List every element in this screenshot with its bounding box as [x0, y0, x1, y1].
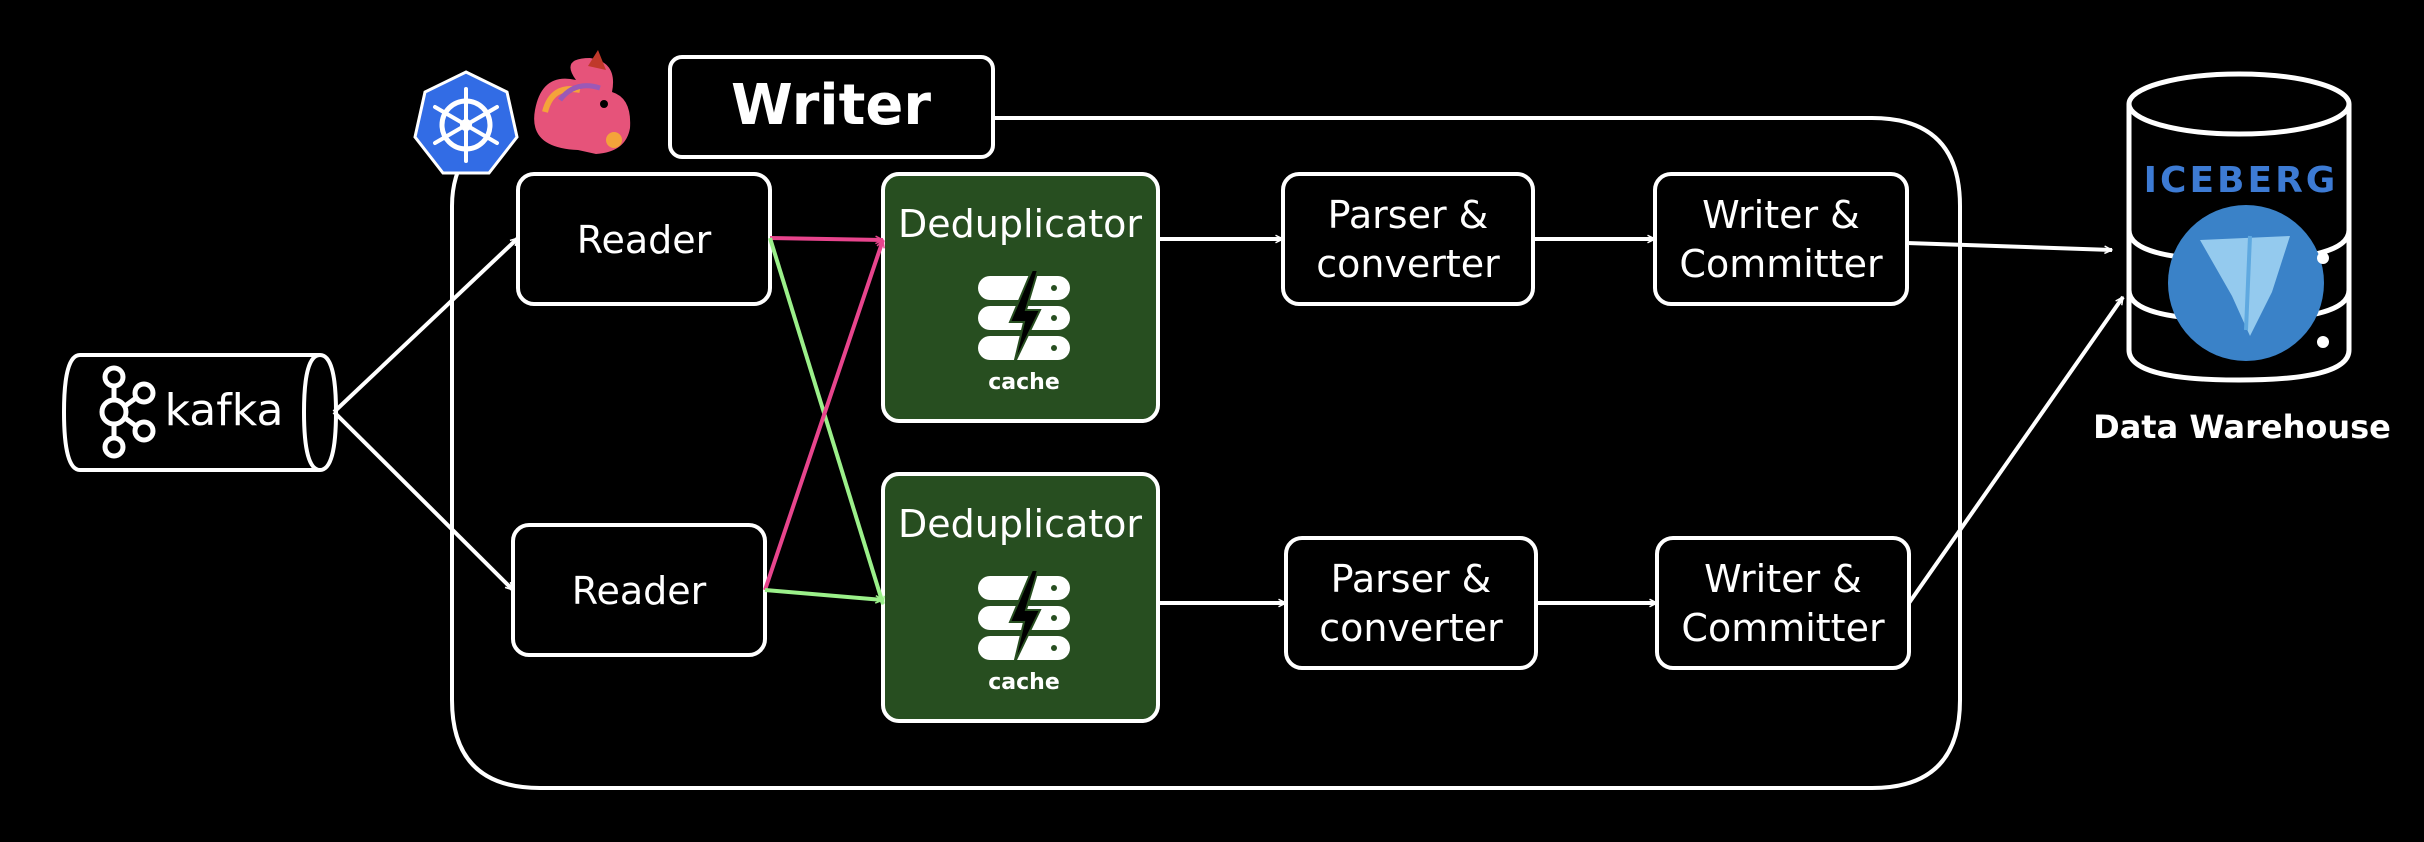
writer-title: Writer — [731, 73, 931, 138]
cache-label: cache — [988, 370, 1060, 395]
arrow-kafka-to-reader-top — [332, 236, 520, 414]
lightning-database-icon — [978, 569, 1070, 665]
deduplicator-label: Deduplicator — [898, 202, 1142, 246]
committer-label-line1: Writer & — [1702, 193, 1860, 237]
parser-box-bottom: Parser & converter — [1284, 536, 1538, 670]
committer-box-top: Writer & Committer — [1653, 172, 1909, 306]
writer-container — [450, 116, 1962, 790]
committer-box-bottom: Writer & Committer — [1655, 536, 1911, 670]
reader-label: Reader — [577, 218, 712, 262]
warehouse-label: Data Warehouse — [2093, 408, 2391, 446]
committer-label-line1: Writer & — [1704, 557, 1862, 601]
iceberg-brand: ICEBERG — [2144, 160, 2339, 201]
arrow-committer-bottom-to-warehouse — [1907, 297, 2125, 605]
kafka-source: kafka — [61, 353, 339, 472]
parser-box-top: Parser & converter — [1281, 172, 1535, 306]
arrow-reader-bottom-to-dedup-top — [763, 240, 883, 591]
deduplicator-label: Deduplicator — [898, 502, 1142, 546]
cache-label: cache — [988, 670, 1060, 695]
parser-label-line2: converter — [1319, 606, 1503, 650]
deduplicator-box-bottom: Deduplicator cache — [881, 472, 1160, 723]
arrow-kafka-to-reader-bottom — [332, 410, 515, 592]
lightning-database-icon — [978, 269, 1070, 365]
committer-label-line2: Committer — [1681, 606, 1885, 650]
connectors — [332, 236, 2125, 605]
committer-label-line2: Committer — [1679, 242, 1883, 286]
reader-box-top: Reader — [516, 172, 772, 306]
parser-label-line2: converter — [1316, 242, 1500, 286]
writer-title-tab: Writer — [668, 55, 995, 159]
arrow-reader-bottom-to-dedup-bottom — [764, 588, 883, 600]
flink-squirrel-icon — [534, 50, 631, 154]
arrow-reader-top-to-dedup-bottom — [768, 237, 883, 604]
kafka-label: kafka — [165, 385, 284, 436]
kubernetes-icon — [413, 70, 519, 175]
reader-box-bottom: Reader — [511, 523, 767, 657]
parser-label-line1: Parser & — [1328, 193, 1489, 237]
kafka-icon — [99, 365, 156, 459]
parser-label-line1: Parser & — [1331, 557, 1492, 601]
arrow-reader-top-to-dedup-top — [769, 238, 883, 240]
data-warehouse: ICEBERG Data Warehouse — [2093, 71, 2391, 446]
arrow-committer-top-to-warehouse — [1906, 241, 2112, 250]
reader-label: Reader — [572, 569, 707, 613]
deduplicator-box-top: Deduplicator cache — [881, 172, 1160, 423]
iceberg-icon — [2168, 205, 2324, 361]
